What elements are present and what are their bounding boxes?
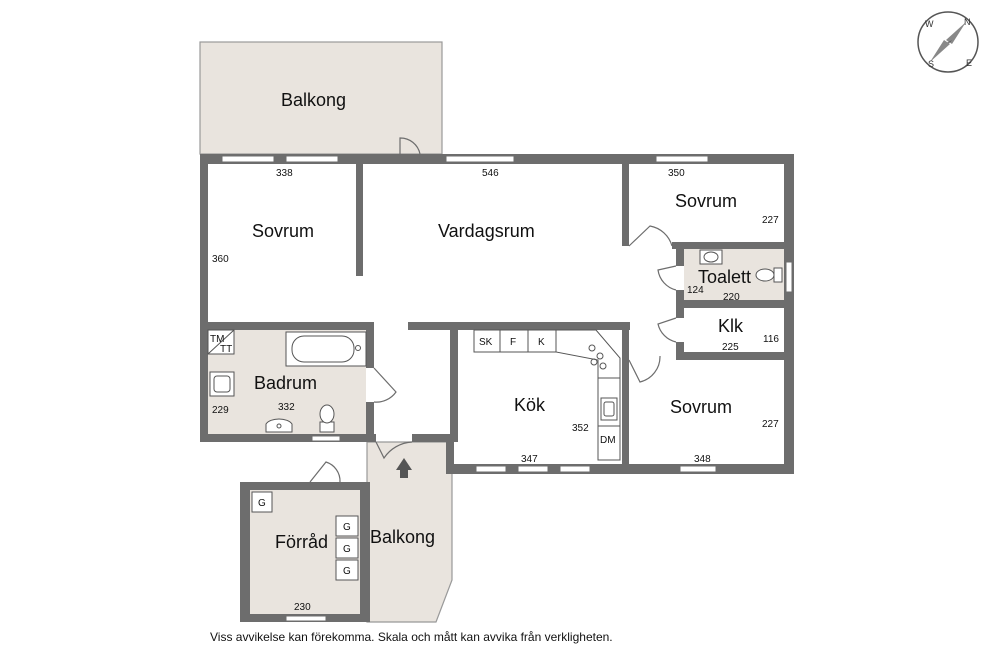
compass-e: E [966, 58, 972, 68]
forrad-g-box-4 [335, 559, 359, 581]
room-klk: Klk [718, 316, 744, 336]
fixture-g2-label: G [343, 522, 351, 533]
dim-toalett-width: 220 [723, 292, 740, 303]
room-forrad: Förråd [275, 532, 328, 552]
dim-kok-depth: 352 [572, 423, 589, 434]
room-badrum: Badrum [254, 373, 317, 393]
entrance-arrow-icon [396, 458, 412, 478]
room-balkong-bottom: Balkong [370, 527, 435, 547]
toalett-basin-icon [699, 249, 723, 265]
forrad-g-box-2 [335, 515, 359, 537]
room-sovrum-bottom-right: Sovrum [670, 397, 732, 417]
dim-sovrum-bottom-right-width: 348 [694, 454, 711, 465]
toalett-toilet-icon [755, 267, 783, 283]
fixture-f-label: F [510, 337, 516, 348]
stove-icon [588, 344, 607, 370]
balkong-top-floor [199, 41, 443, 155]
dim-badrum-width: 332 [278, 402, 295, 413]
dim-kok-width: 347 [521, 454, 538, 465]
dim-sovrum-left-width: 338 [276, 168, 293, 179]
dim-vardagsrum-width: 546 [482, 168, 499, 179]
dim-klk-depth: 116 [763, 334, 779, 345]
compass-w: W [925, 19, 934, 29]
dim-sovrum-left-depth: 360 [212, 254, 229, 265]
fixture-dm-label: DM [600, 435, 616, 446]
doors [309, 137, 677, 483]
dim-toalett-depth: 124 [687, 285, 704, 296]
dim-sovrum-top-right-width: 350 [668, 168, 685, 179]
room-toalett: Toalett [698, 267, 751, 287]
compass-s: S [928, 59, 934, 69]
fixture-g1-label: G [258, 498, 266, 509]
dim-sovrum-top-right-depth: 227 [762, 215, 779, 226]
dim-forrad-width: 230 [294, 602, 311, 613]
dim-sovrum-bottom-right-depth: 227 [762, 419, 779, 430]
walls [200, 154, 794, 622]
fixture-tt-label: TT [220, 344, 232, 355]
fixture-sk-label: SK [479, 337, 493, 348]
dim-badrum-depth: 229 [212, 405, 229, 416]
room-sovrum-left: Sovrum [252, 221, 314, 241]
toilet-bathroom-icon [319, 404, 335, 433]
fixture-g4-label: G [343, 566, 351, 577]
dim-klk-width: 225 [722, 342, 739, 353]
tm-tt-box: TM TT [207, 329, 235, 355]
kitchen-sink-icon [600, 397, 618, 421]
disclaimer-text: Viss avvikelse kan förekomma. Skala och … [210, 630, 613, 644]
room-kok: Kök [514, 395, 546, 415]
bathtub-icon [285, 331, 367, 367]
room-balkong-top: Balkong [281, 90, 346, 110]
washbasin-icon [209, 371, 235, 397]
fixture-tm-label: TM [210, 334, 224, 345]
forrad-g-box-3 [335, 537, 359, 559]
compass-icon: N E S W [917, 11, 979, 73]
compass-n: N [964, 17, 971, 27]
room-sovrum-top-right: Sovrum [675, 191, 737, 211]
windows [221, 155, 793, 622]
fixture-g3-label: G [343, 544, 351, 555]
room-vardagsrum: Vardagsrum [438, 221, 535, 241]
fixture-k-label: K [538, 337, 545, 348]
sink-bathroom-icon [265, 418, 293, 433]
forrad-g-box-1 [251, 491, 273, 513]
